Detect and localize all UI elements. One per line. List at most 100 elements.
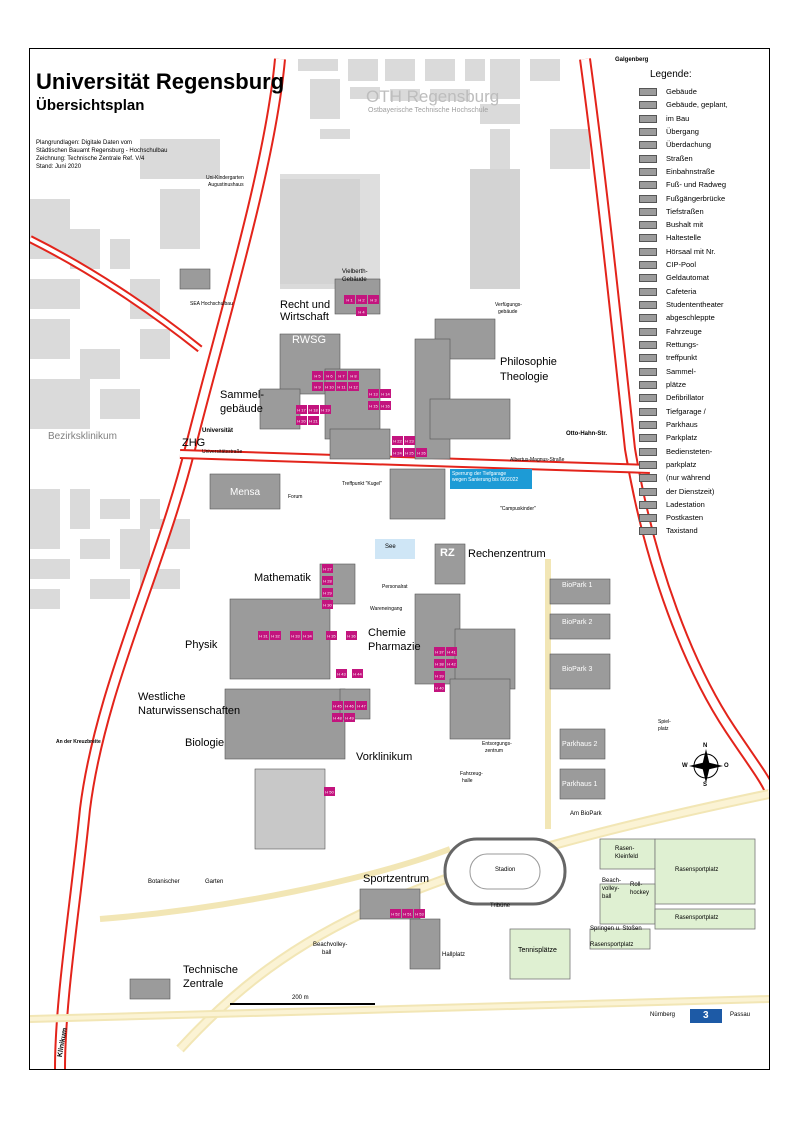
closure-notice: Sperrung der Tiefgarage wegen Sanierung … [450,469,532,489]
lecture-hall-badge[interactable]: H 22 [392,436,403,445]
lecture-hall-label: H 49 [345,716,354,721]
lecture-hall-badge[interactable]: H 18 [308,405,319,414]
label-rasensport3: Rasensportplatz [590,942,634,948]
legend-item-rettung2: treffpunkt [666,353,698,363]
lecture-hall-badge[interactable]: H 3 [368,295,379,304]
lecture-hall-badge[interactable]: H 19 [320,405,331,414]
lecture-hall-badge[interactable]: H 34 [302,631,313,640]
lecture-hall-badge[interactable]: H 38 [434,659,445,668]
biopark1-building [549,578,611,605]
label-sammel: Sammel- [220,389,265,401]
lecture-hall-badge[interactable]: H 35 [326,631,337,640]
label-garten: Garten [205,879,224,885]
lecture-hall-label: H 38 [435,662,444,667]
lecture-hall-badge[interactable]: H 5 [312,371,323,380]
lecture-hall-badge[interactable]: H 51 [402,909,413,918]
lecture-hall-badge[interactable]: H 48 [332,713,343,722]
legend-item-bediensteten: Bediensteten- [666,446,713,456]
label-sportzentrum: Sportzentrum [363,873,430,885]
lecture-hall-badge[interactable]: H 26 [416,448,427,457]
lecture-hall-badge[interactable]: H 11 [336,382,347,391]
label-zentrale: Zentrale [183,978,224,990]
lecture-hall-badge[interactable]: H 24 [392,448,403,457]
lecture-hall-badge[interactable]: H 7 [336,371,347,380]
lecture-hall-label: H 17 [297,408,306,413]
lecture-hall-badge[interactable]: H 43 [336,669,347,678]
lecture-hall-label: H 16 [381,404,390,409]
lecture-hall-label: H 41 [447,650,456,655]
lecture-hall-badge[interactable]: H 39 [434,671,445,680]
lecture-hall-badge[interactable]: H 52 [390,909,401,918]
lecture-hall-badge[interactable]: H 41 [446,647,457,656]
legend-item-cip: CIP-Pool [666,260,697,270]
lecture-hall-label: H 19 [321,408,330,413]
label-recht: Recht und [280,299,331,311]
label-pharmazie: Pharmazie [368,641,421,653]
lecture-hall-badge[interactable]: H 44 [352,669,363,678]
lecture-hall-badge[interactable]: H 12 [348,382,359,391]
label-bus-west: An der Kreuzbreite [56,739,101,745]
lecture-hall-badge[interactable]: H 21 [308,416,319,425]
legend-swatch-parkplatz [639,434,657,443]
lecture-hall-badge[interactable]: H 6 [324,371,335,380]
lecture-hall-label: H 11 [337,385,346,390]
legend-swatch-bediensteten2 [639,460,657,469]
lecture-hall-badge[interactable]: H 13 [368,389,379,398]
lecture-hall-label: H 34 [303,634,312,639]
label-vielberth2: Gebäude [342,277,367,283]
lecture-hall-badge[interactable]: H 33 [290,631,301,640]
label-rollhockey2: hockey [630,890,650,896]
lecture-hall-badge[interactable]: H 53 [414,909,425,918]
label-wareneingang: Wareneingang [370,606,403,612]
lecture-hall-label: H 21 [309,419,318,424]
lecture-hall-badge[interactable]: H 45 [332,701,343,710]
lecture-hall-badge[interactable]: H 27 [322,564,333,573]
lecture-hall-badge[interactable]: H 20 [296,416,307,425]
lecture-hall-badge[interactable]: H 32 [270,631,281,640]
page-title: Universität Regensburg [36,69,285,94]
lecture-hall-badge[interactable]: H 30 [322,600,333,609]
lecture-hall-badge[interactable]: H 23 [404,436,415,445]
lecture-hall-badge[interactable]: H 10 [324,382,335,391]
lecture-hall-badge[interactable]: H 29 [322,588,333,597]
compass-s: S [703,782,708,788]
label-nuernberg: Nürnberg [650,1012,676,1018]
lecture-hall-badge[interactable]: H 1 [344,295,355,304]
label-ball2: ball [602,894,612,900]
legend-item-bediensteten3: (nur während [666,473,711,483]
lecture-hall-badge[interactable]: H 50 [324,787,335,796]
label-augustinushaus: Augustinushaus [208,182,244,188]
lecture-hall-badge[interactable]: H 42 [446,659,457,668]
lecture-hall-badge[interactable]: H 49 [344,713,355,722]
oth-name: OTH Regensburg [366,87,500,106]
lecture-hall-badge[interactable]: H 46 [344,701,355,710]
lecture-hall-badge[interactable]: H 8 [348,371,359,380]
lecture-hall-label: H 1 [346,298,353,303]
legend-swatch-tiefgarage2 [639,420,657,429]
lecture-hall-badge[interactable]: H 4 [356,307,367,316]
lecture-hall-badge[interactable]: H 47 [356,701,367,710]
lecture-hall-badge[interactable]: H 17 [296,405,307,414]
bibliothek-building [389,468,446,520]
chemie-building [414,593,461,685]
sports-fields [509,838,756,980]
lecture-hall-badge[interactable]: H 28 [322,576,333,585]
label-ball: ball [322,950,332,956]
lecture-hall-badge[interactable]: H 2 [356,295,367,304]
label-parkhaus2: Parkhaus 2 [562,741,598,748]
lecture-hall-badge[interactable]: H 37 [434,647,445,656]
lecture-hall-label: H 2 [358,298,365,303]
label-rasensport1: Rasensportplatz [675,867,719,873]
lecture-hall-badge[interactable]: H 25 [404,448,415,457]
parkhaus2-building [559,728,606,760]
lecture-hall-badge[interactable]: H 31 [258,631,269,640]
lecture-hall-badge[interactable]: H 16 [380,401,391,410]
lecture-hall-badge[interactable]: H 15 [368,401,379,410]
lecture-hall-badge[interactable]: H 36 [346,631,357,640]
legend-item-bus: Bushalt mit [666,220,704,230]
lecture-hall-badge[interactable]: H 14 [380,389,391,398]
lecture-hall-badge[interactable]: H 40 [434,683,445,692]
lecture-hall-badge[interactable]: H 9 [312,382,323,391]
lecture-hall-label: H 50 [325,790,334,795]
